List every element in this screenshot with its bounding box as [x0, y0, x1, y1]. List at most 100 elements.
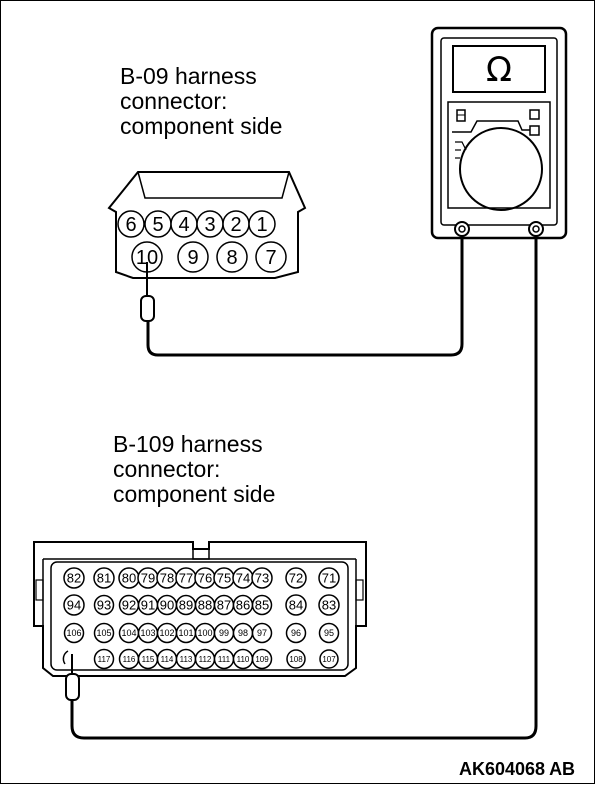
meter-jack-right	[528, 221, 544, 237]
b109-pin-106-label: 106	[66, 628, 81, 638]
b109-pin-116-label: 116	[123, 655, 136, 664]
b109-pin-102-label: 102	[159, 628, 174, 638]
b09-pin-4: 4	[170, 210, 198, 238]
probe-lead-b109	[65, 236, 538, 740]
b109-pin-105: 105	[93, 622, 115, 644]
b109-pin-112-label: 112	[199, 655, 212, 664]
b109-pin-86-label: 86	[236, 598, 250, 613]
b09-pin-7: 7	[255, 241, 287, 273]
b109-pin-89: 89	[175, 594, 197, 616]
b109-pin-87-label: 87	[217, 598, 231, 613]
b109-pin-100-label: 100	[197, 628, 212, 638]
b109-pin-100: 100	[194, 622, 216, 644]
b109-pin-71-label: 71	[322, 571, 336, 586]
b109-pin-81-label: 81	[97, 571, 111, 586]
b109-pin-94: 94	[63, 594, 85, 616]
b09-pin-9-circle	[177, 241, 209, 273]
b109-pin-85: 85	[251, 594, 273, 616]
b109-pin-76-label: 76	[198, 571, 212, 586]
b109-pin-85-label: 85	[255, 598, 269, 613]
b109-pin-113-label: 113	[180, 655, 193, 664]
b109-pin-94-label: 94	[67, 598, 81, 613]
b109-pin-106-circle	[63, 622, 85, 644]
b109-pin-103-label: 103	[140, 628, 155, 638]
b109-pin-80-label: 80	[122, 571, 136, 586]
b109-pin-74-label: 74	[236, 571, 250, 586]
b09-pin-9-label: 9	[187, 247, 198, 269]
b09-pin-6: 6	[117, 210, 145, 238]
b109-pin-89-label: 89	[179, 598, 193, 613]
b109-pin-109: 109	[251, 648, 273, 670]
b109-pin-83-label: 83	[322, 598, 336, 613]
b109-pin-95-label: 95	[324, 628, 334, 638]
b109-pin-96-circle	[285, 622, 307, 644]
b09-pin-9: 9	[177, 241, 209, 273]
b109-pin-91-label: 91	[141, 598, 155, 613]
figure-code-id: AK604068	[459, 759, 546, 779]
b109-pin-117-circle	[93, 648, 115, 670]
b109-pin-88: 88	[194, 594, 216, 616]
b109-label-line-2: connector:	[113, 456, 221, 482]
b109-pin-80: 80	[118, 567, 140, 589]
b109-pin-83-circle	[318, 594, 340, 616]
multimeter	[430, 26, 568, 240]
b109-pin-109-label: 109	[255, 655, 269, 664]
b109-pin-108-circle	[286, 649, 306, 669]
b109-pin-73: 73	[251, 567, 273, 589]
b109-pin-74: 74	[232, 567, 254, 589]
probe-b09-tip	[140, 295, 155, 322]
b109-pin-87: 87	[213, 594, 235, 616]
b109-pin-110-label: 110	[237, 655, 250, 664]
meter-display	[452, 45, 546, 93]
b09-pin-8: 8	[216, 241, 248, 273]
b109-pin-75: 75	[213, 567, 235, 589]
b109-pin-96: 96	[285, 622, 307, 644]
b109-pin-88-label: 88	[198, 598, 212, 613]
b109-label-line-1: B-109 harness	[113, 431, 263, 457]
b109-pin-118-partial	[62, 650, 69, 665]
b09-pin-2: 2	[222, 210, 250, 238]
b109-pin-72-circle	[285, 567, 307, 589]
meter-jack-left	[454, 221, 470, 237]
b109-pin-97: 97	[251, 622, 273, 644]
b109-pin-96-label: 96	[291, 628, 301, 638]
b109-pin-92-label: 92	[122, 598, 136, 613]
b109-pin-97-label: 97	[257, 628, 267, 638]
meter-dial	[459, 127, 543, 211]
b09-pin-1-circle	[248, 210, 276, 238]
b109-pin-99: 99	[213, 622, 235, 644]
b109-pin-94-circle	[63, 594, 85, 616]
b09-pin-7-circle	[255, 241, 287, 273]
b109-pin-109-circle	[251, 648, 273, 670]
b109-pin-107-label: 107	[322, 655, 336, 664]
b109-pin-113: 113	[175, 648, 197, 670]
b109-pin-71: 71	[318, 567, 340, 589]
b09-pin-1-label: 1	[256, 214, 267, 236]
b09-pin-3-label: 3	[204, 214, 215, 236]
b109-pin-93-label: 93	[97, 598, 111, 613]
b09-pin-7-label: 7	[265, 247, 276, 269]
b09-pin-5: 5	[144, 210, 172, 238]
meter-body	[430, 26, 568, 240]
b109-pin-71-circle	[318, 567, 340, 589]
meter-switch-right-top	[529, 109, 540, 120]
b109-pin-115: 115	[137, 648, 159, 670]
b109-pin-105-label: 105	[96, 628, 111, 638]
b109-pin-92: 92	[118, 594, 140, 616]
b109-pin-81-circle	[93, 567, 115, 589]
b09-pin-8-circle	[216, 241, 248, 273]
b109-pin-90: 90	[156, 594, 178, 616]
b109-pin-117-label: 117	[98, 655, 111, 664]
b109-pin-72: 72	[285, 567, 307, 589]
b109-pin-82-label: 82	[67, 571, 81, 586]
b109-pin-111-label: 111	[218, 655, 231, 664]
figure-code-suffix: AB	[549, 759, 576, 779]
b109-pin-114-label: 114	[161, 655, 174, 664]
b109-pin-107-circle	[319, 649, 339, 669]
b109-pin-102: 102	[156, 622, 178, 644]
b109-label: B-109 harness connector: component side	[113, 432, 275, 507]
b109-pin-115-label: 115	[142, 655, 155, 664]
